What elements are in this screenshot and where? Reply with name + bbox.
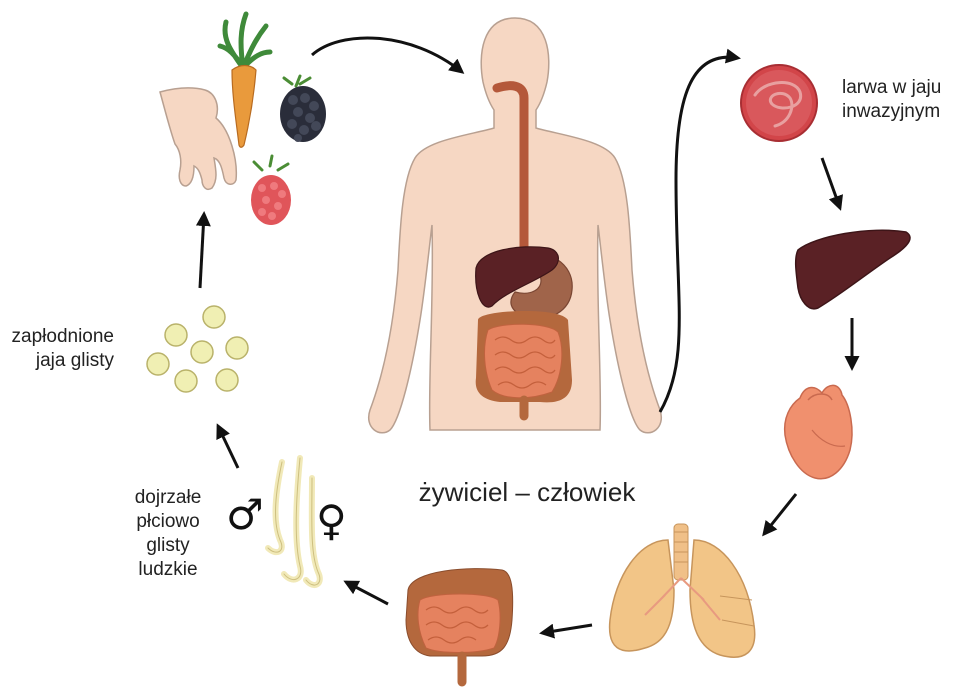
egg <box>191 341 213 363</box>
egg <box>165 324 187 346</box>
fertilized-eggs <box>147 306 248 392</box>
female-symbol: ♀ <box>316 500 347 542</box>
arrow-eggs-to-food <box>200 214 204 288</box>
liver-organ <box>796 230 910 309</box>
arrow-food-to-host <box>312 38 462 72</box>
egg <box>203 306 225 328</box>
hand <box>160 88 236 189</box>
heart-organ <box>785 385 852 478</box>
intestine-organ <box>406 569 513 682</box>
egg <box>216 369 238 391</box>
arrow-heart-to-lungs <box>764 494 796 534</box>
label-eggs: zapłodnione jaja glisty <box>4 325 114 373</box>
arrow-larva-to-liver <box>822 158 840 208</box>
arrow-host-to-larva <box>660 57 738 412</box>
adult-worms <box>268 458 320 585</box>
larva-in-egg <box>741 65 817 141</box>
human-small-intestine <box>485 324 562 398</box>
egg <box>175 370 197 392</box>
carrot-leaves <box>220 14 270 68</box>
label-larva: larwa w jaju inwazyjnym <box>842 76 962 124</box>
lungs-organ <box>610 524 755 657</box>
blackberry <box>280 76 326 142</box>
right-lung <box>690 540 755 657</box>
label-adults: dojrzałe płciowo glisty ludzkie <box>118 486 218 582</box>
egg <box>147 353 169 375</box>
raspberry <box>251 156 291 225</box>
arrow-worms-to-eggs <box>218 426 238 468</box>
label-host: żywiciel – człowiek <box>402 476 652 508</box>
egg <box>226 337 248 359</box>
human-body-figure <box>369 18 662 433</box>
hand-with-food <box>160 14 326 225</box>
arrow-intestine-to-worms <box>346 582 388 604</box>
male-symbol: ♂ <box>226 494 264 536</box>
carrot <box>232 66 256 148</box>
arrow-lungs-to-intestine <box>542 625 592 633</box>
